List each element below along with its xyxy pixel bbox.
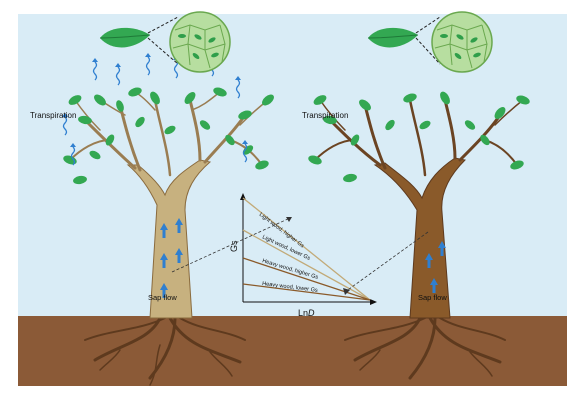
right-leaf-zoom [367,11,493,73]
y-axis-arrowhead [240,193,246,200]
right-tree-trunk [373,157,467,319]
x-axis-label-variable: D [308,308,315,318]
right-zoom-leaf [368,27,418,48]
right-tree-roots [344,316,506,380]
left-tree-trunk [126,159,212,319]
left-zoom-leaf [100,27,150,48]
x-axis-label: LnD [298,308,315,318]
soil-ground [18,316,567,386]
right-tree [308,91,530,380]
x-axis-label-prefix: Ln [298,308,308,318]
left-tree-roots [84,316,246,386]
right-transpiration-label: Transpiration [302,111,348,120]
line-heavy-wood-higher-gs [242,257,371,301]
right-connector-arrowhead [343,288,350,295]
left-transpiration-label: Transpiration [30,111,76,120]
line-light-wood-higher-gs [242,197,371,301]
left-connector-arrowhead [286,217,292,222]
right-sap-flow-label: Sap flow [418,293,447,302]
left-tree [62,53,274,386]
right-tree-leaves [308,91,530,183]
left-sap-flow-label: Sap flow [148,293,177,302]
right-trunk-connector [344,231,429,293]
line-light-wood-lower-gs [242,229,371,301]
left-trunk-connector [171,217,291,273]
gs-vs-lnd-graph: Gs LnD Light wood, higher Gs Light wood,… [229,193,377,318]
left-leaf-zoom [99,11,231,73]
line-heavy-wood-lower-gs [242,283,371,301]
left-stomata-cell-circle [169,11,231,73]
right-stomata-cell-circle [431,11,493,73]
y-axis-label: Gs [229,240,239,252]
left-tree-leaves [63,87,274,185]
right-sap-flow-arrows [425,241,446,293]
left-sap-flow-arrows [160,218,183,298]
x-axis-arrowhead [370,299,377,305]
